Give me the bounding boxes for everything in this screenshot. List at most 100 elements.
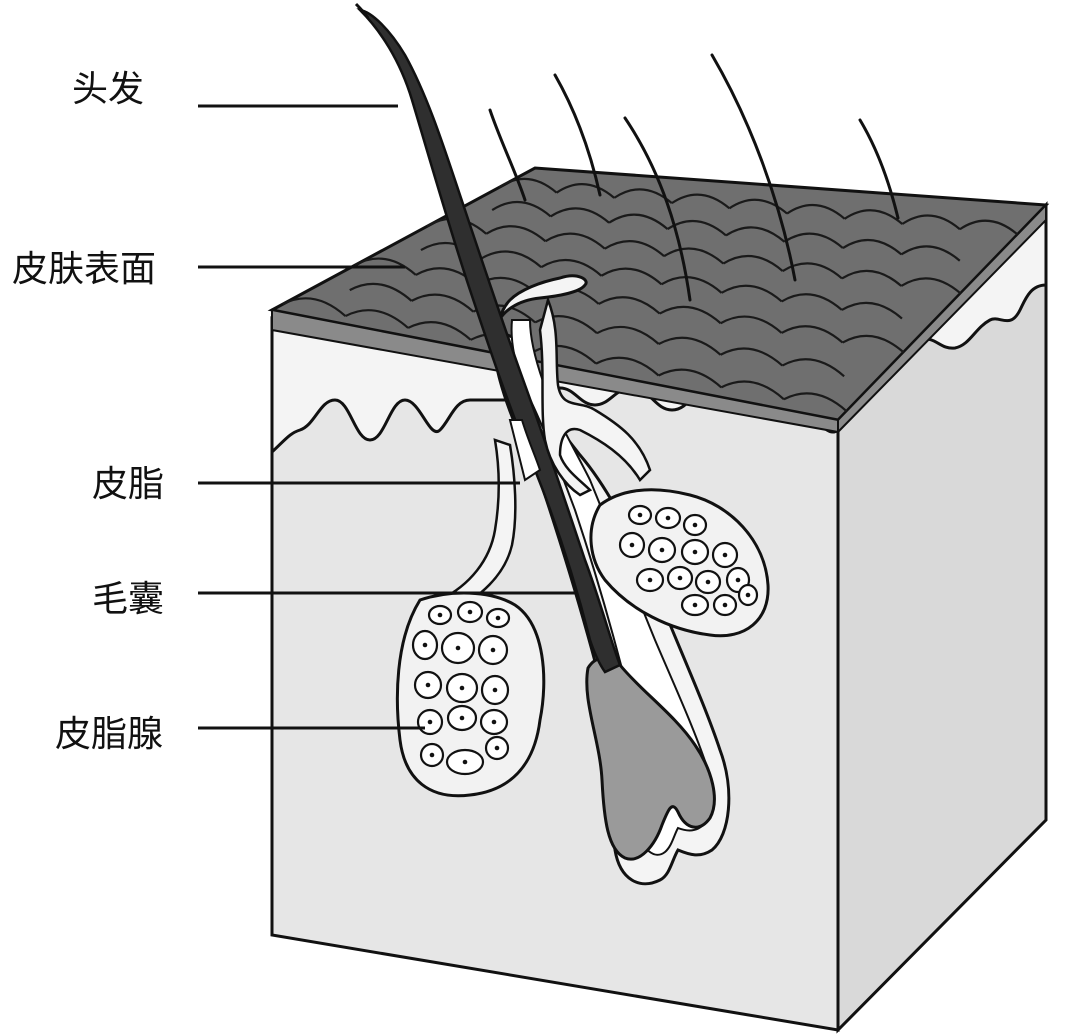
cell-nucleus	[490, 647, 496, 653]
small-hair	[710, 53, 797, 282]
skin-scale-arc	[596, 325, 660, 345]
cell-nucleus	[422, 642, 428, 648]
cell-nucleus	[459, 685, 465, 691]
cell-nucleus	[722, 552, 728, 558]
skin-scale-arc	[491, 200, 552, 218]
cell-nucleus	[722, 602, 728, 608]
leader-lines	[198, 104, 578, 730]
skin-scale-arc	[534, 315, 598, 335]
cell-nucleus	[735, 577, 741, 583]
cell-nucleus	[677, 575, 683, 581]
small-hair	[488, 108, 527, 202]
skin-scale-arc	[725, 226, 786, 243]
cell-nucleus	[659, 547, 665, 553]
skin-scale-arc	[658, 336, 722, 356]
skin-scale-arc	[901, 214, 961, 231]
skin-scale-arc	[485, 225, 547, 243]
skin-scale-arc	[349, 282, 413, 302]
cell-nucleus	[492, 687, 498, 693]
skin-scale-arc	[720, 380, 785, 401]
cell-nucleus	[745, 592, 751, 598]
skin-scale-arc	[900, 245, 961, 262]
hair-tip	[354, 2, 370, 19]
skin-scale-arc	[722, 254, 784, 272]
skin-scale-arc	[781, 358, 845, 378]
cell-nucleus	[692, 602, 698, 608]
cell-nucleus	[427, 719, 433, 725]
skin-scale-arc	[480, 250, 542, 269]
skin-scale-arc	[721, 284, 783, 303]
small-hair	[553, 73, 602, 197]
small-hair	[623, 116, 692, 302]
skin-scale-arc	[544, 232, 606, 250]
skin-scale-arc	[781, 325, 844, 344]
skin-scale-arc	[842, 238, 903, 256]
cell-nucleus	[629, 542, 635, 548]
cell-nucleus	[692, 549, 698, 555]
skin-scale-arc	[600, 267, 663, 286]
skin-scale-arc	[354, 257, 417, 276]
cell-nucleus	[692, 522, 698, 528]
cell-nucleus	[491, 719, 497, 725]
skin-scale-arc	[608, 213, 669, 230]
sebum-trail	[508, 419, 542, 482]
skin-scale-arc	[781, 293, 843, 311]
label-sebum: 皮脂	[92, 464, 165, 505]
skin-scale-arc	[841, 301, 903, 320]
skin-scale-arc	[720, 347, 784, 367]
cell-nucleus	[494, 745, 500, 751]
cell-nucleus	[647, 577, 653, 583]
main-hair-shaft	[356, 8, 622, 674]
skin-scale-arc	[900, 277, 962, 295]
label-hair: 头发	[72, 69, 145, 110]
right-gland-cells	[618, 504, 759, 617]
skin-scale-arc	[783, 392, 848, 412]
skin-scale-arc	[555, 183, 615, 199]
skin-scale-arc	[959, 219, 1019, 236]
right-gland-duct	[538, 296, 652, 497]
skin-scale-arc	[550, 207, 610, 224]
skin-scale-arc	[783, 232, 844, 249]
cell-nucleus	[705, 579, 711, 585]
cell-nucleus	[665, 515, 671, 521]
cell-nucleus	[462, 759, 468, 765]
skin-scale-arc	[282, 297, 347, 317]
cell-nucleus	[637, 512, 643, 518]
label-hair-follicle: 毛囊	[92, 579, 165, 620]
skin-scale-arc	[844, 209, 903, 225]
skin-scale-arc	[498, 177, 558, 194]
skin-scale-arc	[663, 247, 725, 265]
label-sebaceous-gland: 皮脂腺	[55, 714, 164, 755]
hair-bulb	[585, 656, 716, 861]
skin-scale-arc	[604, 240, 665, 257]
skin-scale-arc	[659, 305, 722, 325]
skin-scale-arc	[407, 321, 472, 341]
cell-nucleus	[437, 612, 443, 618]
cell-nucleus	[467, 609, 473, 615]
skin-scale-arc	[786, 203, 846, 220]
cell-nucleus	[495, 615, 501, 621]
skin-scale-arc	[660, 276, 723, 294]
cell-nucleus	[425, 682, 431, 688]
skin-scale-arc	[842, 334, 905, 354]
cell-nucleus	[455, 645, 461, 651]
skin-scale-arc	[671, 193, 731, 210]
skin-scale-arc	[720, 315, 783, 334]
skin-scale-arc	[411, 293, 475, 313]
small-hair	[858, 118, 900, 220]
skin-scale-arc	[598, 296, 661, 315]
skin-scale-arc	[540, 259, 603, 277]
cell-nucleus	[459, 715, 465, 721]
skin-scale-arc	[532, 344, 597, 365]
cell-nucleus	[429, 752, 435, 758]
skin-scale-arc	[841, 269, 902, 287]
skin-scale-arc	[728, 198, 788, 215]
small-hairs	[488, 53, 900, 302]
skin-scale-arc	[595, 356, 660, 377]
skin-surface-side-edge	[837, 202, 1047, 435]
skin-scale-arc	[658, 368, 723, 389]
skin-scale-arc	[344, 309, 409, 329]
label-skin-surface: 皮肤表面	[12, 249, 157, 290]
skin-scale-arc	[782, 262, 843, 280]
